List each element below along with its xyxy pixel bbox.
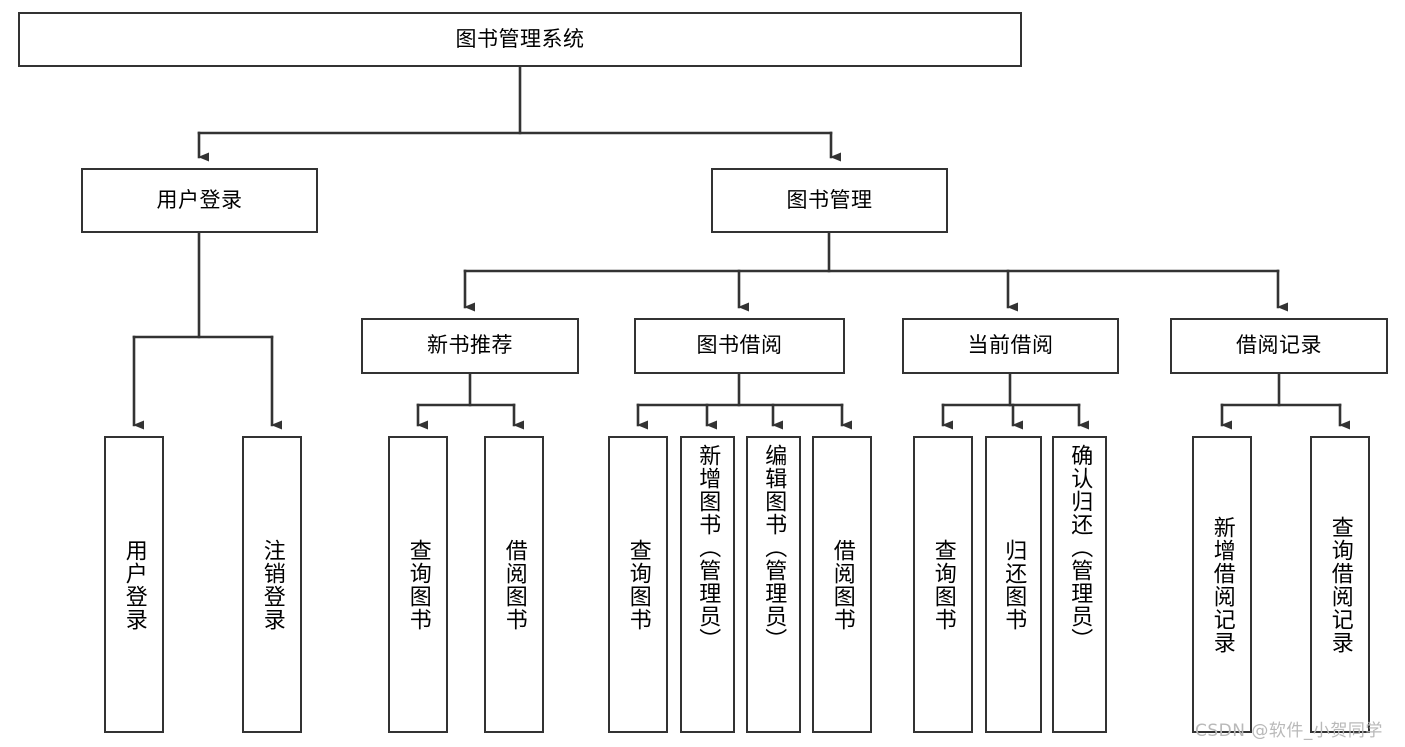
node-leaf-user-login[interactable]: 用户登录 [104,436,164,733]
node-label: 编辑图书（管理员） [761,444,787,651]
node-book-management[interactable]: 图书管理 [711,168,948,233]
node-label: 用户登录 [121,538,147,631]
node-label: 借阅记录 [1236,333,1322,358]
node-leaf-current-return-book[interactable]: 归还图书 [985,436,1042,733]
node-label: 新增图书（管理员） [695,444,721,651]
node-leaf-record-query[interactable]: 查询借阅记录 [1310,436,1370,733]
node-label: 注销登录 [259,538,285,631]
node-leaf-borrow-query-book[interactable]: 查询图书 [608,436,668,733]
node-leaf-new-borrow-book[interactable]: 借阅图书 [484,436,544,733]
node-label: 查询借阅记录 [1327,515,1353,654]
node-leaf-borrow-edit-book-admin[interactable]: 编辑图书（管理员） [746,436,801,733]
node-label: 图书管理 [786,187,873,212]
node-leaf-current-confirm-return-admin[interactable]: 确认归还（管理员） [1052,436,1107,733]
node-leaf-record-add[interactable]: 新增借阅记录 [1192,436,1252,733]
node-label: 确认归还（管理员） [1067,444,1093,651]
csdn-watermark: CSDN @软件_小贺同学 [1195,721,1383,741]
node-label: 查询图书 [625,538,651,631]
node-book-borrow[interactable]: 图书借阅 [634,318,845,374]
node-label: 图书借阅 [696,333,783,358]
node-current-borrow[interactable]: 当前借阅 [902,318,1119,374]
node-leaf-borrow-lend-book[interactable]: 借阅图书 [812,436,872,733]
node-leaf-user-logout[interactable]: 注销登录 [242,436,302,733]
node-label: 图书管理系统 [455,26,585,51]
node-root-system[interactable]: 图书管理系统 [18,12,1022,67]
node-borrow-record[interactable]: 借阅记录 [1170,318,1388,374]
node-label: 归还图书 [1001,538,1027,631]
node-leaf-borrow-add-book-admin[interactable]: 新增图书（管理员） [680,436,735,733]
node-label: 查询图书 [930,538,956,631]
node-label: 用户登录 [156,187,243,212]
node-new-book-recommend[interactable]: 新书推荐 [361,318,579,374]
node-leaf-new-query-book[interactable]: 查询图书 [388,436,448,733]
node-label: 当前借阅 [967,333,1054,358]
node-label: 新增借阅记录 [1209,515,1235,654]
node-label: 借阅图书 [501,538,527,631]
node-label: 新书推荐 [427,333,513,358]
node-leaf-current-query-book[interactable]: 查询图书 [913,436,973,733]
node-label: 查询图书 [405,538,431,631]
node-user-login[interactable]: 用户登录 [81,168,318,233]
node-label: 借阅图书 [829,538,855,631]
